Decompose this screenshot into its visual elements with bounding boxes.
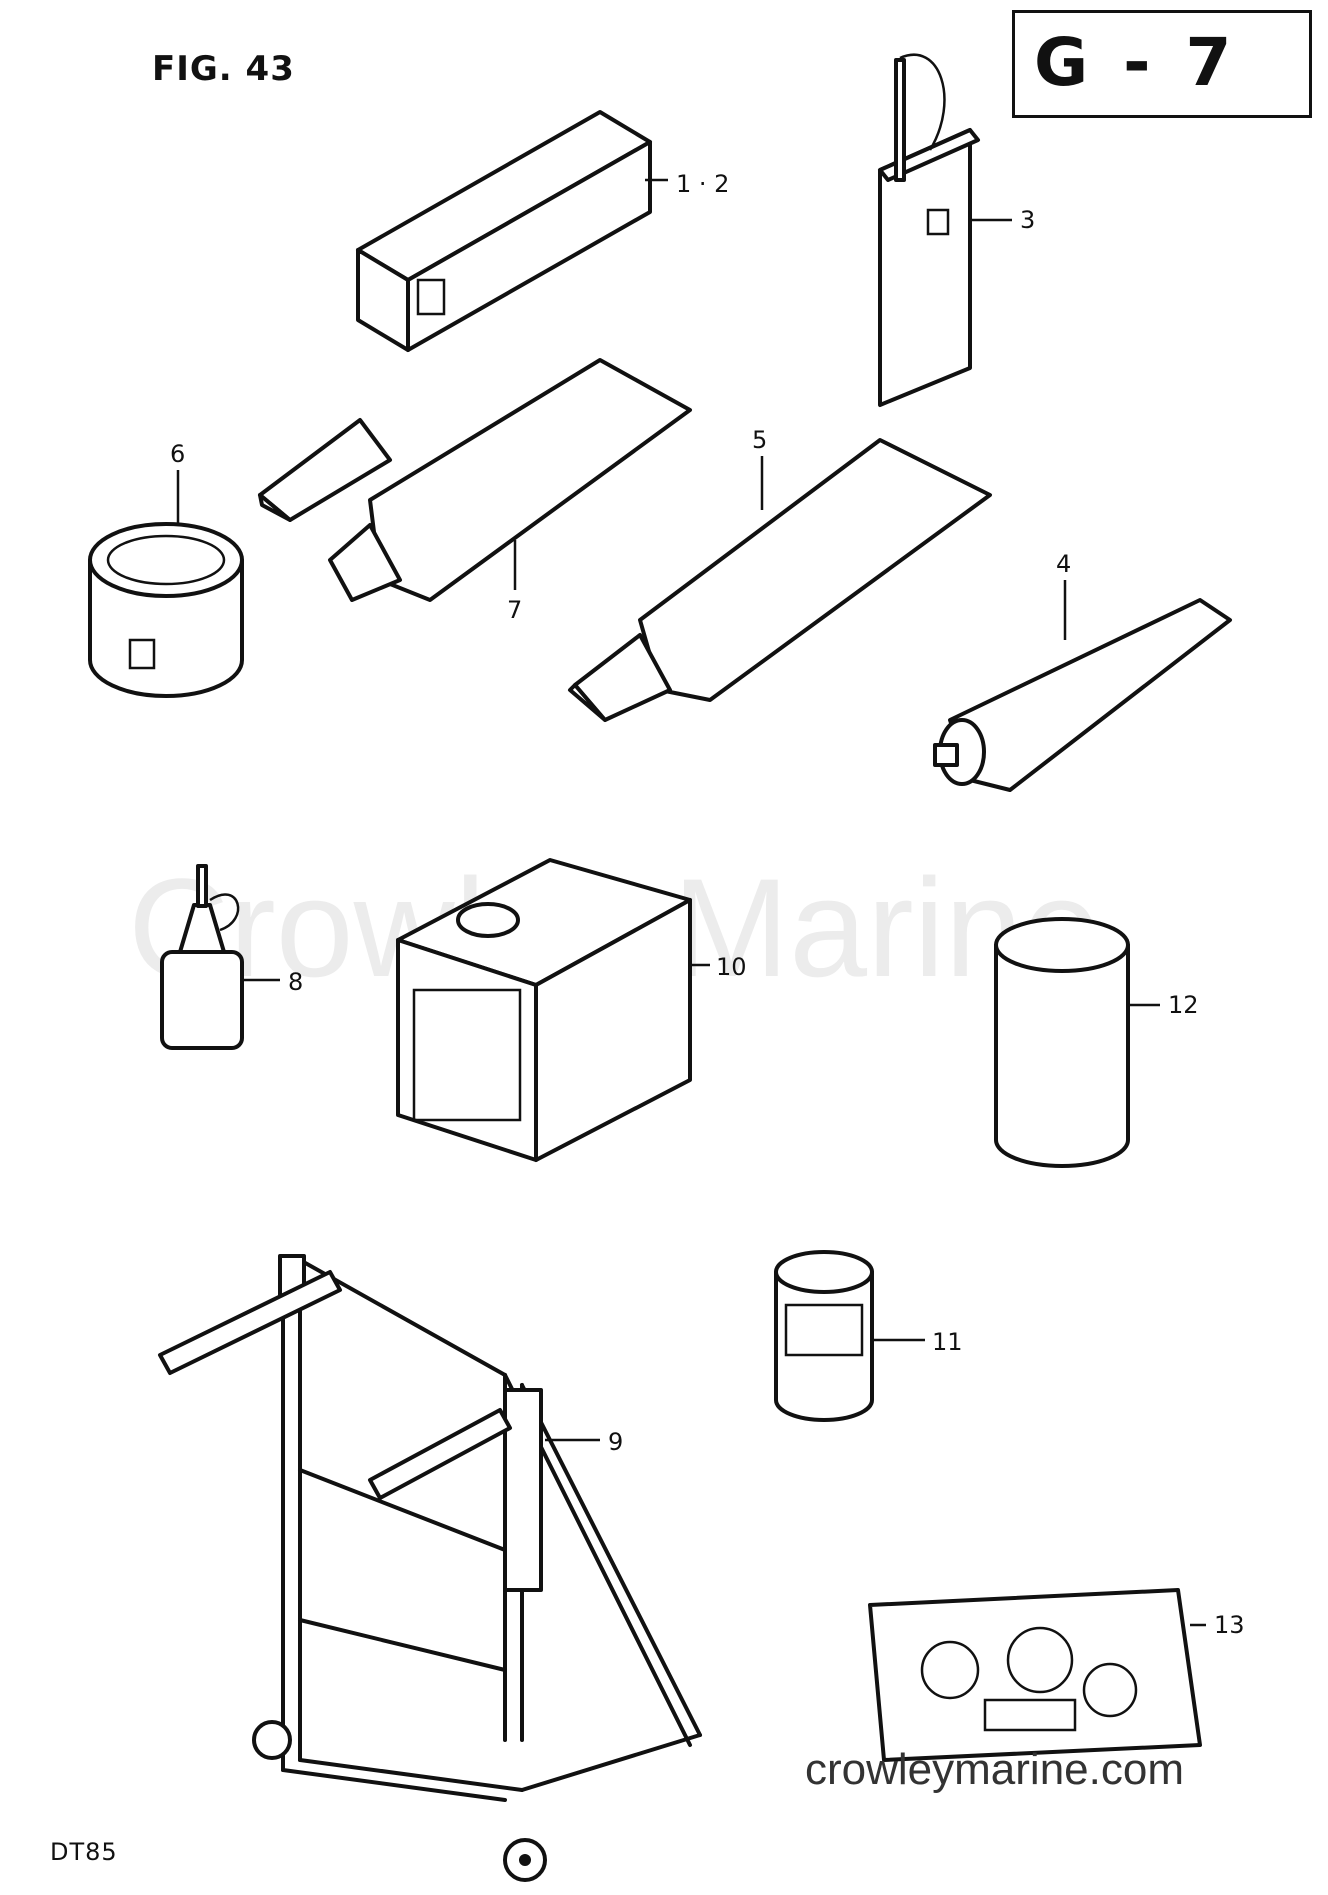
part-gasket-set-drawing[interactable] bbox=[868, 1588, 1202, 1762]
callout-5: 5 bbox=[752, 426, 768, 454]
callout-1-2: 1 · 2 bbox=[676, 170, 730, 198]
part-small-can-drawing[interactable] bbox=[774, 1250, 874, 1422]
page-code: G - 7 bbox=[1034, 24, 1238, 101]
callout-11: 11 bbox=[932, 1328, 963, 1356]
callout-8: 8 bbox=[288, 968, 304, 996]
callout-12: 12 bbox=[1168, 991, 1199, 1019]
page-code-box bbox=[1012, 10, 1312, 118]
part-grease-tube-drawing[interactable] bbox=[933, 598, 1232, 792]
part-gear-oil-tube-drawing[interactable] bbox=[568, 438, 992, 722]
callout-7: 7 bbox=[507, 596, 523, 624]
figure-title: FIG. 43 bbox=[152, 49, 295, 89]
callout-3: 3 bbox=[1020, 206, 1036, 234]
part-box-drawing[interactable] bbox=[356, 110, 652, 352]
model-code: DT85 bbox=[50, 1838, 118, 1866]
callout-6: 6 bbox=[170, 440, 186, 468]
callout-9: 9 bbox=[608, 1428, 624, 1456]
site-url: crowleymarine.com bbox=[805, 1745, 1184, 1794]
callout-leaders bbox=[176, 178, 1206, 1627]
callout-4: 4 bbox=[1056, 550, 1072, 578]
part-tester-drawing[interactable] bbox=[878, 53, 980, 407]
part-ccl-oil-can-drawing[interactable] bbox=[994, 917, 1130, 1168]
callout-13: 13 bbox=[1214, 1611, 1245, 1639]
part-grease-can-drawing[interactable] bbox=[88, 522, 244, 698]
part-motor-stand-drawing[interactable] bbox=[158, 1254, 702, 1882]
part-oil-bottle-drawing[interactable] bbox=[160, 864, 244, 1050]
part-silicone-tube-drawing[interactable] bbox=[258, 358, 692, 602]
part-oil-tin-drawing[interactable] bbox=[396, 858, 692, 1162]
callout-10: 10 bbox=[716, 953, 747, 981]
